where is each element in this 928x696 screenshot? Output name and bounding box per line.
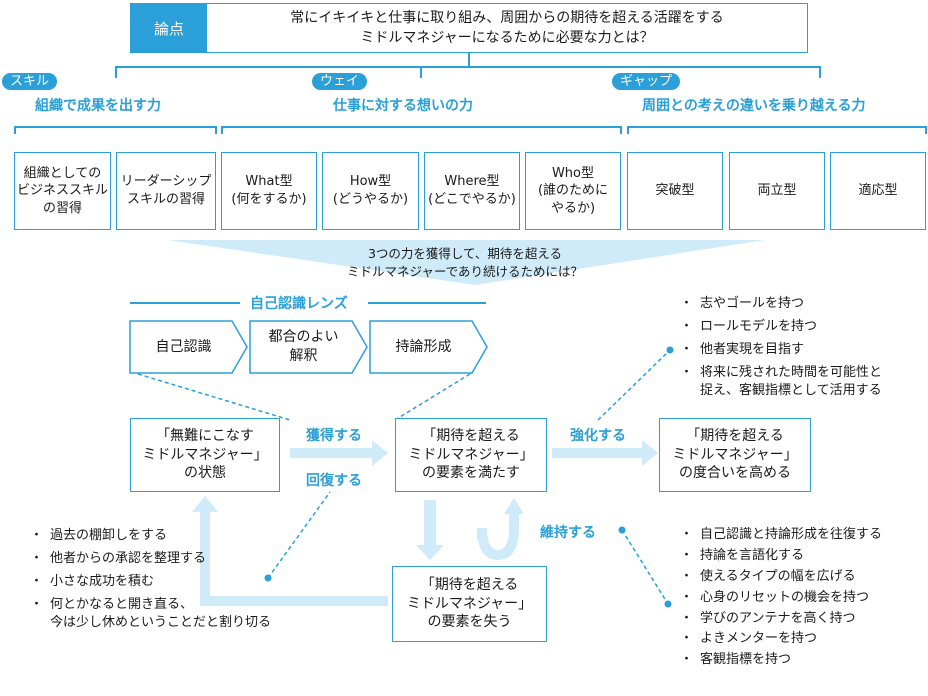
action-strengthen: 強化する (570, 428, 626, 444)
strengthen-list: 志やゴールを持つ ロールモデルを持つ 他者実現を目指す 将来に残された時間を可能… (680, 295, 925, 405)
maintain-list: 自己認識と持論形成を往復する 持論を言語化する 使えるタイプの幅を広げる 心身の… (680, 527, 925, 669)
bracket-gap (627, 126, 926, 128)
lens-line-left (130, 302, 240, 304)
state-lose-box: 「期待を超える ミドルマネジャー」 の要素を失う (392, 566, 547, 642)
category-tag-skill: スキル (2, 73, 58, 90)
list-item: 他者実現を目指す (680, 341, 925, 359)
list-item: 持論を言語化する (680, 548, 925, 565)
item-adapt-type: 適応型 (830, 152, 926, 230)
list-item: 何とかなると開き直る、 今は少し休めということだと割り切る (30, 596, 292, 632)
tree-drop-gap (819, 66, 821, 78)
item-breakthrough-type: 突破型 (627, 152, 723, 230)
list-item: 志やゴールを持つ (680, 295, 925, 313)
category-title-gap: 周囲との考えの違いを乗り越える力 (642, 98, 866, 114)
item-who-type: Who型 (誰のために やるか) (525, 152, 621, 230)
tree-drop-way (420, 66, 422, 78)
list-item: ロールモデルを持つ (680, 318, 925, 336)
funnel-text: 3つの力を獲得して、期待を超える ミドルマネジャーであり続けるためには？ (346, 246, 583, 279)
item-how-type: How型 (どうやるか) (322, 152, 419, 230)
list-item: 客観指標を持つ (680, 652, 925, 669)
lens-line-right (368, 302, 486, 304)
item-leadership-skill: リーダーシップ スキルの習得 (116, 152, 216, 230)
tree-stem (468, 53, 470, 66)
list-item: 他者からの承認を整理する (30, 550, 292, 568)
tree-bar (115, 66, 820, 68)
issue-badge: 論点 (131, 4, 207, 52)
action-acquire: 獲得する (306, 428, 362, 444)
lens-step-theory-forming: 持論形成 (395, 338, 452, 355)
category-tag-way: ウェイ (312, 73, 368, 90)
category-title-skill: 組織で成果を出す力 (35, 98, 161, 114)
bracket-skill (14, 126, 216, 128)
category-title-way: 仕事に対する想いの力 (333, 98, 473, 114)
list-item: 将来に残された時間を可能性と 捉え、客観指標として活用する (680, 364, 925, 400)
lens-step-self-awareness: 自己認識 (155, 338, 212, 355)
state-raise-box: 「期待を超える ミドルマネジャー」 の度合いを高める (659, 418, 811, 492)
issue-box: 論点 常にイキイキと仕事に取り組み、周囲からの期待を超える活躍をする ミドルマネ… (130, 3, 808, 53)
item-what-type: What型 (何をするか) (221, 152, 317, 230)
state-meet-box: 「期待を超える ミドルマネジャー」 の要素を満たす (395, 418, 547, 492)
list-item: 自己認識と持論形成を往復する (680, 527, 925, 544)
item-org-business-skill: 組織としての ビジネススキル の習得 (14, 152, 111, 230)
issue-text: 常にイキイキと仕事に取り組み、周囲からの期待を超える活躍をする ミドルマネジャー… (290, 9, 724, 46)
list-item: 使えるタイプの幅を広げる (680, 569, 925, 586)
list-item: 過去の棚卸しをする (30, 527, 292, 545)
category-tag-gap: ギャップ (612, 73, 681, 90)
list-item: 学びのアンテナを高く持つ (680, 611, 925, 628)
state-avoid-box: 「無難にこなす ミドルマネジャー」 の状態 (130, 418, 280, 492)
lens-step-convenient-interpretation: 都合のよい 解釈 (268, 329, 339, 364)
item-where-type: Where型 (どこでやるか) (424, 152, 520, 230)
lens-title: 自己認識レンズ (250, 296, 348, 312)
recover-list: 過去の棚卸しをする 他者からの承認を整理する 小さな成功を積む 何とかなると開き… (30, 527, 292, 637)
action-recover: 回復する (306, 473, 362, 489)
list-item: よきメンターを持つ (680, 631, 925, 648)
action-maintain: 維持する (540, 525, 596, 541)
list-item: 心身のリセットの機会を持つ (680, 590, 925, 607)
bracket-way (221, 126, 621, 128)
tree-drop-skill (115, 66, 117, 78)
list-item: 小さな成功を積む (30, 573, 292, 591)
item-balance-type: 両立型 (729, 152, 825, 230)
